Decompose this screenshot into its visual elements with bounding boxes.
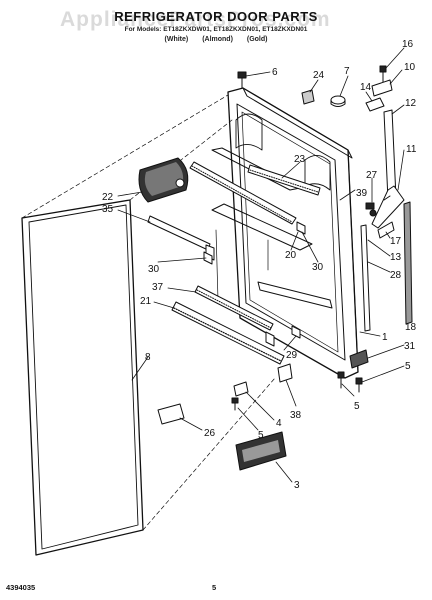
page-number: 5 (212, 583, 217, 592)
callout-8: 8 (145, 352, 151, 363)
shelf-bar-37 (194, 285, 274, 331)
hinge-strip (403, 201, 413, 325)
diagram-title: REFRIGERATOR DOOR PARTS (114, 9, 318, 24)
callout-27: 27 (366, 170, 378, 181)
shelf-clips (203, 221, 306, 339)
callout-17: 17 (390, 236, 402, 247)
color-columns: (White) (Almond) (Gold) (0, 36, 432, 43)
door-stop (277, 363, 293, 383)
shelf-bar-upper (189, 161, 321, 225)
upper-hinge-assembly (365, 65, 397, 201)
callout-35: 35 (102, 204, 114, 215)
callout-31: 31 (404, 341, 416, 352)
callout-13: 13 (390, 252, 402, 263)
callout-7: 7 (344, 66, 350, 77)
bottom-hinge (349, 349, 369, 369)
shelf-bar-35 (147, 215, 215, 261)
callout-30-right: 30 (312, 262, 324, 273)
callout-14: 14 (360, 82, 372, 93)
callout-labels: 6 24 7 16 10 14 12 23 11 27 39 22 35 17 … (102, 39, 417, 491)
leader-lines (117, 47, 405, 483)
plug-button (330, 95, 346, 107)
callout-29: 29 (286, 350, 298, 361)
callout-18: 18 (405, 322, 417, 333)
bottom-bracket (233, 381, 249, 397)
callout-30-left: 30 (148, 264, 160, 275)
callout-5-right: 5 (405, 361, 411, 372)
callout-20: 20 (285, 250, 297, 261)
callout-37: 37 (152, 282, 164, 293)
color-white: (White) (164, 36, 189, 43)
callout-39: 39 (356, 188, 368, 199)
callout-5-bottom: 5 (258, 430, 264, 441)
kick-plate (235, 431, 287, 471)
callout-22: 22 (102, 192, 114, 203)
door-liner (211, 87, 359, 379)
hinge-cover (301, 89, 315, 105)
butter-door (138, 157, 189, 203)
callout-10: 10 (404, 62, 416, 73)
callout-26: 26 (204, 428, 216, 439)
callout-12: 12 (405, 98, 417, 109)
callout-4: 4 (276, 418, 282, 429)
callout-23: 23 (294, 154, 306, 165)
callout-3: 3 (294, 480, 300, 491)
callout-1: 1 (382, 332, 388, 343)
callout-5-mid: 5 (354, 401, 360, 412)
side-trim (360, 224, 371, 332)
door-handle (365, 185, 405, 229)
handle-bracket (377, 221, 395, 239)
color-gold: (Gold) (246, 36, 268, 43)
shelf-bar-21 (171, 301, 285, 365)
callout-28: 28 (390, 270, 402, 281)
color-almond: (Almond) (202, 36, 233, 43)
callout-21: 21 (140, 296, 152, 307)
top-hinge-screw (237, 71, 247, 89)
hinge-screws (231, 371, 363, 411)
callout-24: 24 (313, 70, 325, 81)
door-gasket (21, 199, 144, 556)
model-list: For Models: ET18ZKXDW01, ET18ZKXDN01, ET… (124, 26, 308, 33)
cover-plate (157, 403, 185, 425)
callout-11: 11 (406, 144, 417, 155)
callout-38: 38 (290, 410, 302, 421)
callout-16: 16 (402, 39, 414, 50)
part-number-footer: 4394035 (6, 583, 36, 592)
callout-6: 6 (272, 67, 278, 78)
